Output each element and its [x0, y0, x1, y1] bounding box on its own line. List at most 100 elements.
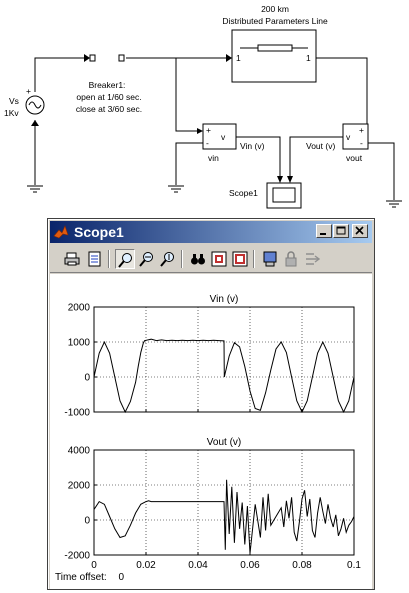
window-title: Scope1 — [74, 224, 124, 240]
wire-vout-minus — [367, 142, 395, 200]
vin-plus: + — [206, 125, 211, 135]
ground-source-icon — [27, 185, 43, 193]
y-tick-label: 4000 — [68, 446, 91, 457]
zoom-y-button[interactable] — [158, 249, 178, 269]
time-offset-label: Time offset: — [55, 572, 107, 583]
floating-scope-icon — [263, 251, 277, 267]
source-plus: + — [26, 86, 31, 96]
series-line — [93, 338, 355, 414]
maximize-icon — [336, 226, 346, 235]
ground-vin-icon — [168, 185, 184, 193]
x-tick-label: 0.06 — [240, 560, 260, 570]
zoom-x-button[interactable] — [137, 249, 157, 269]
vin-measurement-block[interactable] — [202, 123, 237, 150]
simulink-diagram: Breaker1: open at 1/60 sec. close at 3/6… — [4, 4, 402, 209]
arrow-source — [31, 120, 39, 126]
parameters-button[interactable] — [84, 249, 104, 269]
floating-scope-button[interactable] — [260, 249, 280, 269]
maximize-button[interactable] — [333, 224, 349, 238]
wire-vout-scope — [289, 136, 343, 178]
vin-v: v — [221, 132, 226, 142]
signal-selection-button[interactable] — [302, 249, 322, 269]
chart-title: Vout (v) — [207, 437, 241, 448]
x-tick-label: 0 — [91, 560, 97, 570]
scope-block-name: Scope1 — [229, 188, 258, 198]
restore-axes-button[interactable] — [230, 249, 250, 269]
y-tick-label: 2000 — [68, 481, 91, 492]
toolbar-separator — [108, 250, 110, 268]
wire-line-vout-plus — [316, 57, 368, 131]
vout-measurement-block[interactable] — [342, 123, 369, 150]
lock-button[interactable] — [281, 249, 301, 269]
series-line — [93, 479, 355, 554]
y-tick-label: -1000 — [64, 408, 90, 419]
y-tick-label: 0 — [84, 516, 90, 527]
source-label: Vs — [9, 96, 19, 106]
sine-icon — [28, 101, 42, 109]
breaker-name: Breaker1: — [89, 80, 126, 90]
vout-minus: - — [360, 138, 363, 148]
scope-window[interactable]: Scope1 — [47, 218, 375, 590]
chart-title: Vin (v) — [210, 294, 239, 305]
arrow-vin — [197, 128, 203, 134]
x-tick-label: 0.04 — [188, 560, 208, 570]
breaker-terminal-left — [89, 54, 96, 62]
zoom-icon — [118, 253, 132, 268]
autoscale-icon — [191, 254, 205, 265]
time-offset: Time offset: 0 — [55, 572, 124, 583]
minimize-button[interactable] — [316, 224, 332, 238]
scope-screen-icon — [272, 187, 296, 203]
save-axes-button[interactable] — [209, 249, 229, 269]
zoom-y-icon — [160, 252, 174, 267]
source-rating: 1Kv — [4, 108, 19, 118]
lock-icon — [285, 251, 297, 267]
vout-plus: + — [359, 125, 364, 135]
wire-vin-plus — [175, 58, 201, 132]
close-button[interactable] — [352, 224, 368, 238]
breaker-close-time: close at 3/60 sec. — [76, 104, 142, 114]
arrow-breaker — [84, 54, 90, 62]
close-icon — [355, 226, 364, 235]
autoscale-button[interactable] — [188, 249, 208, 269]
line-port-out: 1 — [306, 53, 311, 63]
zoom-x-icon — [139, 252, 153, 267]
toolbar — [50, 246, 372, 273]
print-icon — [64, 252, 80, 266]
line-name: Distributed Parameters Line — [222, 16, 328, 26]
line-element-icon — [257, 44, 293, 52]
wires — [34, 57, 395, 200]
y-tick-label: 1000 — [68, 338, 91, 349]
vout-v: v — [346, 132, 351, 142]
y-tick-label: -2000 — [64, 551, 90, 562]
arrow-line — [226, 54, 232, 62]
breaker-terminal-right — [118, 54, 125, 62]
chart-vin[interactable]: Vin (v) 2000 1000 0 -1000 — [64, 294, 355, 419]
y-tick-label: 0 — [84, 373, 90, 384]
parameters-icon — [88, 251, 101, 267]
vin-minus: - — [206, 138, 209, 148]
distributed-line-block[interactable] — [231, 29, 317, 83]
y-tick-label: 2000 — [68, 303, 91, 314]
title-bar[interactable]: Scope1 — [50, 221, 372, 243]
signal-selection-icon — [306, 253, 320, 265]
zoom-button[interactable] — [115, 249, 135, 269]
print-button[interactable] — [62, 249, 82, 269]
wire-vin-scope — [236, 136, 281, 178]
x-tick-label: 0.08 — [292, 560, 312, 570]
line-port-in: 1 — [236, 53, 241, 63]
toolbar-separator — [253, 250, 255, 268]
save-axes-icon — [211, 251, 227, 267]
wire-source-breaker — [34, 57, 84, 92]
minimize-icon — [320, 233, 326, 235]
arrowheads — [31, 54, 350, 183]
restore-axes-icon — [232, 251, 248, 267]
line-distance: 200 km — [261, 4, 289, 14]
vin-signal-label: Vin (v) — [240, 141, 265, 151]
matlab-icon — [53, 225, 69, 239]
vin-block-name: vin — [208, 153, 219, 163]
vout-block-name: vout — [346, 153, 363, 163]
wire-vin-minus — [175, 142, 203, 185]
